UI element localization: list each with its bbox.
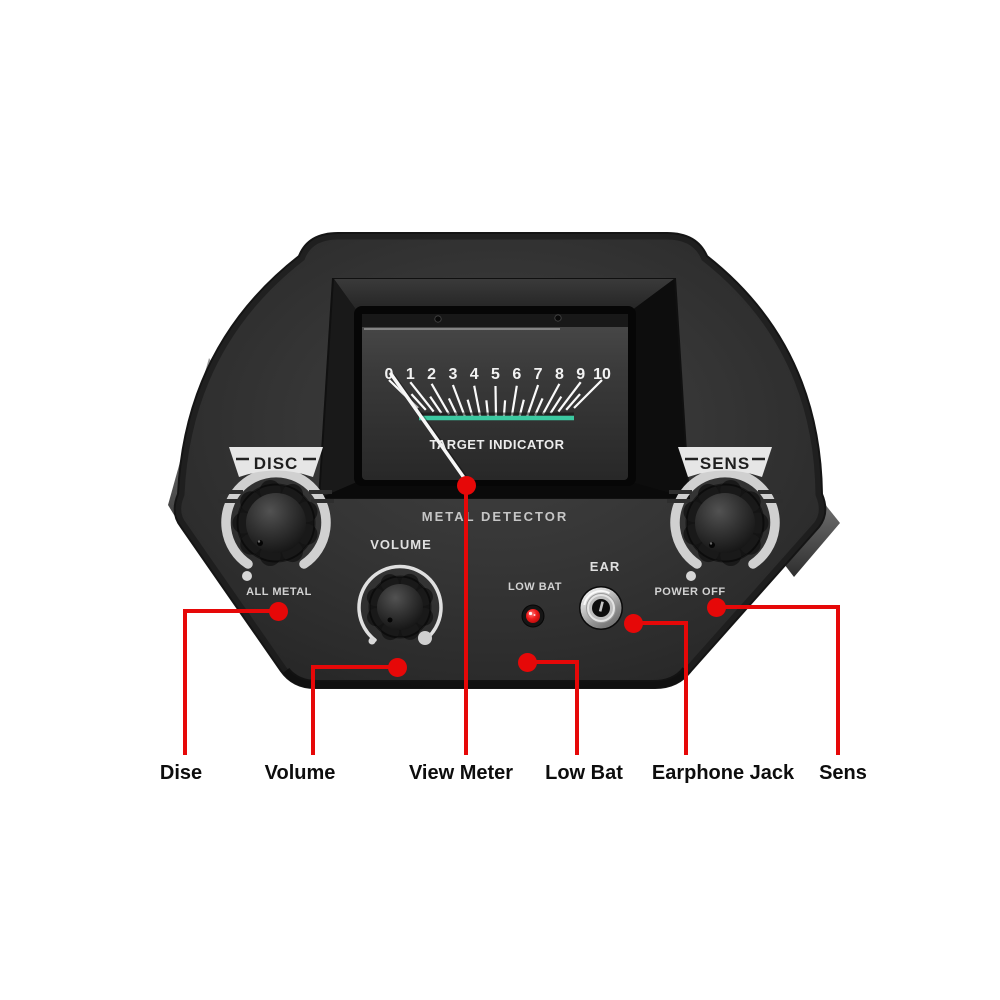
disc-knob-label: DISC	[254, 454, 299, 473]
meter-reflection-panel	[334, 279, 674, 311]
low-bat-caption: LOW BAT	[507, 581, 563, 593]
power-off-caption: POWER OFF	[654, 586, 726, 598]
svg-text:7: 7	[534, 366, 543, 383]
sens-knob-arc	[670, 467, 780, 569]
callout-label-earphone-jack: Earphone Jack	[651, 762, 795, 784]
callout-label-volume: Volume	[264, 762, 336, 784]
svg-text:1: 1	[406, 366, 415, 383]
meter-screw-left	[434, 315, 442, 323]
svg-text:0: 0	[385, 366, 394, 383]
body-edge-shading	[174, 233, 826, 688]
sens-knob	[695, 493, 755, 553]
callout-label-low-bat: Low Bat	[545, 762, 623, 784]
callout-label-view-meter: View Meter	[408, 762, 514, 784]
svg-text:6: 6	[512, 366, 521, 383]
svg-text:5: 5	[491, 366, 500, 383]
ear-jack-caption: EAR	[589, 559, 621, 574]
target-indicator-label: TARGET INDICATOR	[429, 437, 565, 452]
sens-badge	[678, 447, 772, 477]
disc-knob-arc	[221, 467, 331, 569]
svg-text:4: 4	[470, 366, 479, 383]
volume-knob-arc	[357, 564, 443, 642]
disc-knob-assembly: DISC	[218, 447, 334, 581]
callout-label-dise: Dise	[159, 762, 203, 784]
all-metal-caption: ALL METAL	[246, 586, 312, 598]
earphone-jack	[579, 586, 623, 630]
disc-position-dot	[242, 571, 252, 581]
callout-dot	[268, 601, 288, 621]
svg-text:2: 2	[427, 366, 436, 383]
volume-knob-caption: VOLUME	[370, 537, 432, 552]
meter-needle	[389, 372, 469, 484]
disc-badge	[229, 447, 323, 477]
svg-text:8: 8	[555, 366, 564, 383]
sens-knob-label: SENS	[700, 454, 750, 473]
svg-text:10: 10	[593, 366, 611, 383]
callout-dot	[387, 657, 407, 677]
low-bat-led	[521, 604, 545, 628]
callout-label-sens: Sens	[819, 762, 867, 784]
disc-knob	[246, 493, 306, 553]
right-side-bevel	[781, 503, 840, 577]
svg-text:9: 9	[576, 366, 585, 383]
sens-position-dot	[686, 571, 696, 581]
svg-text:3: 3	[448, 366, 457, 383]
meter-screw-right	[554, 314, 562, 322]
volume-knob	[377, 584, 423, 630]
volume-knob-assembly	[357, 564, 443, 645]
device-name-label: METAL DETECTOR	[421, 509, 569, 524]
sens-knob-assembly: SENS	[667, 447, 783, 581]
